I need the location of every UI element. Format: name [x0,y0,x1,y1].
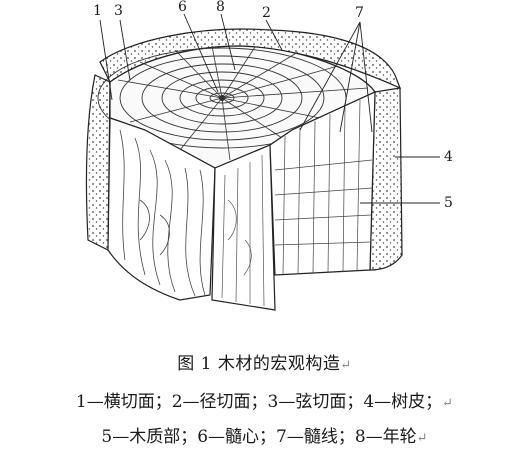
callout-7: 7 [355,5,364,21]
caption-title: 图 1 木材的宏观构造↵ [0,354,529,376]
callout-8: 8 [216,0,225,15]
legend-line-1: 1—横切面；2—径切面；3—弦切面；4—树皮；↵ [0,392,529,414]
callout-4: 4 [444,149,453,165]
radial-face [269,91,376,276]
tangential-grain [119,129,206,297]
callout-5: 5 [444,195,453,211]
return-mark: ↵ [442,396,454,411]
bark-right [369,87,403,271]
caption-title-text: 图 1 木材的宏观构造 [177,354,341,374]
return-mark: ↵ [340,358,352,373]
front-block [211,144,276,311]
growth-rings [97,47,347,149]
callout-6: 6 [178,0,187,15]
tangential-face [107,117,216,301]
wood-rays [117,45,369,161]
callout-2: 2 [262,5,271,21]
radial-grain [274,99,373,276]
leader-lines [99,13,440,204]
callout-1: 1 [93,3,102,19]
wood-macrostructure-drawing [85,13,440,311]
callout-3: 3 [114,3,123,19]
return-mark: ↵ [416,431,428,446]
front-block-grain [221,154,265,307]
legend-line-2-text: 5—木质部；6—髓心；7—髓线；8—年轮 [101,427,417,447]
legend-line-1-text: 1—横切面；2—径切面；3—弦切面；4—树皮； [75,392,443,412]
legend-line-2: 5—木质部；6—髓心；7—髓线；8—年轮↵ [0,427,529,449]
bark-left [85,74,111,251]
